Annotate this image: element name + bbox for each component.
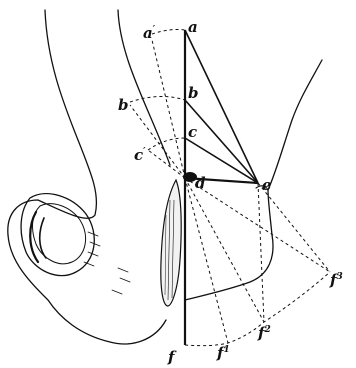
label-f1: f1 bbox=[216, 344, 230, 362]
lever-lines-to-e bbox=[185, 30, 258, 183]
label-f3: f3 bbox=[329, 271, 343, 289]
label-f: f bbox=[167, 348, 177, 366]
label-a: a bbox=[188, 18, 198, 36]
label-f2: f2 bbox=[257, 324, 271, 342]
label-b-prime: b bbox=[118, 96, 129, 114]
label-b: b bbox=[188, 84, 199, 102]
label-d: d bbox=[195, 174, 206, 192]
dashed-construction-lines bbox=[130, 30, 330, 346]
tendon-strip bbox=[161, 180, 181, 306]
label-c: c bbox=[188, 123, 197, 141]
label-e: e bbox=[262, 176, 272, 194]
point-labels: a′ a b b c′ c d e f f1 f2 f3 bbox=[118, 18, 343, 366]
label-c-prime: c′ bbox=[134, 146, 146, 164]
label-a-prime: a′ bbox=[143, 24, 156, 42]
condyle bbox=[21, 194, 130, 294]
